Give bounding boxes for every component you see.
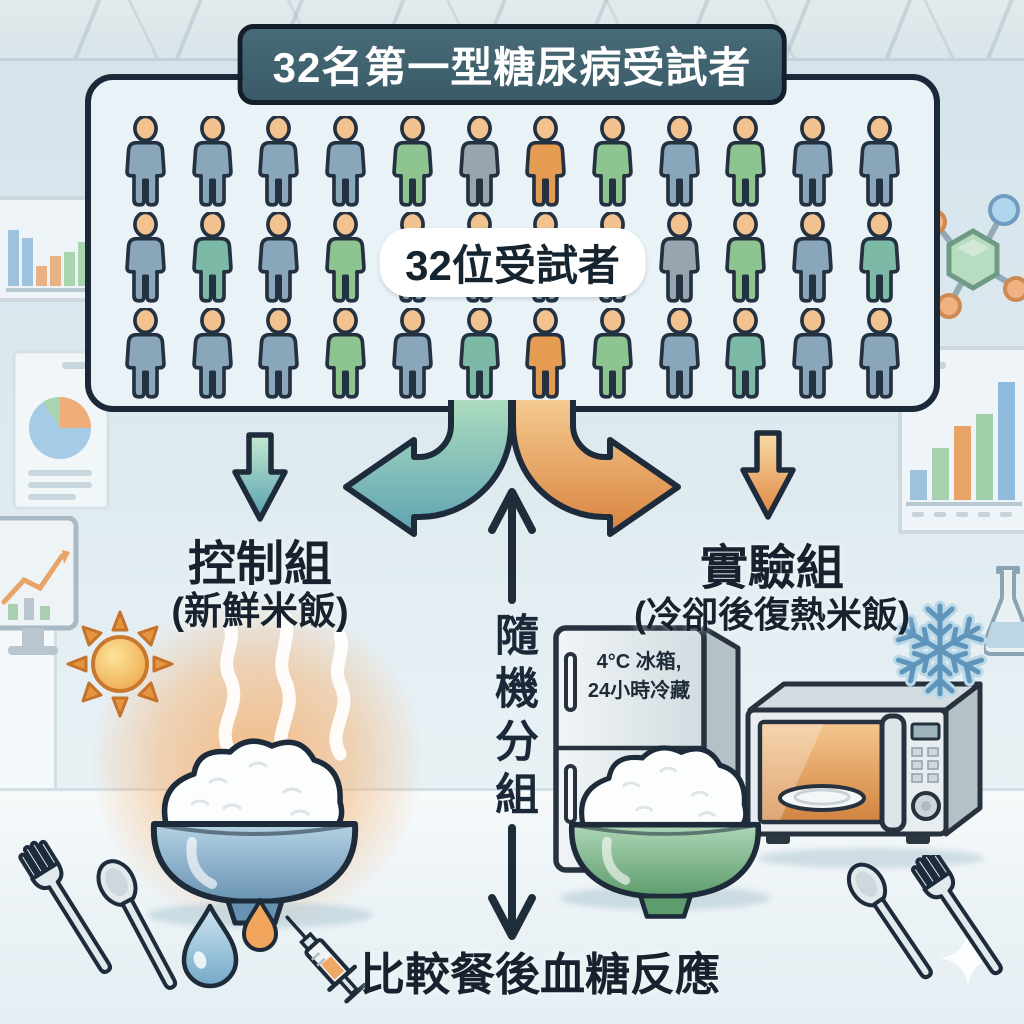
arrow-to-experimental bbox=[510, 400, 681, 537]
subjects-count-label: 32位受試者 bbox=[379, 228, 646, 297]
fork-icon bbox=[910, 855, 1003, 976]
title-banner: 32名第一型糖尿病受試者 bbox=[237, 24, 787, 105]
person-icon bbox=[191, 212, 233, 303]
sun-icon bbox=[66, 610, 174, 718]
person-icon bbox=[392, 308, 433, 399]
utensils-right bbox=[846, 855, 1003, 980]
person-icon bbox=[525, 116, 567, 207]
person-icon bbox=[725, 308, 767, 399]
microwave-icon bbox=[745, 681, 983, 844]
person-icon bbox=[592, 116, 633, 207]
person-icon bbox=[659, 116, 700, 207]
person-icon bbox=[325, 116, 366, 207]
person-icon bbox=[458, 308, 500, 399]
person-icon bbox=[125, 308, 166, 399]
fridge-label: 4°C 冰箱, 24小時冷藏 bbox=[566, 648, 712, 706]
person-icon bbox=[859, 116, 900, 207]
subjects-row bbox=[91, 116, 934, 208]
open-door bbox=[879, 713, 907, 833]
steam-icon bbox=[218, 612, 351, 762]
branch-arrows bbox=[343, 400, 681, 537]
experimental-group-title: 實驗組 bbox=[699, 542, 844, 595]
experimental-down-arrow bbox=[740, 430, 796, 520]
microwave-buttons bbox=[911, 747, 939, 783]
person-icon bbox=[191, 308, 233, 399]
flask-icon bbox=[984, 566, 1024, 656]
person-icon bbox=[125, 116, 166, 207]
syringe-icon bbox=[285, 915, 367, 1004]
person-icon bbox=[191, 116, 233, 207]
wall-pie-chart-doc bbox=[12, 350, 110, 510]
person-icon bbox=[125, 212, 166, 303]
orange-drop-icon bbox=[242, 898, 278, 952]
randomization-label: 隨機分組 bbox=[488, 612, 537, 824]
fridge-label-line2: 24小時冷藏 bbox=[587, 680, 691, 702]
molecule-icon bbox=[921, 194, 1024, 319]
person-icon bbox=[659, 308, 700, 399]
subjects-row bbox=[91, 308, 934, 400]
person-icon bbox=[725, 116, 767, 207]
person-icon bbox=[392, 116, 433, 207]
person-icon bbox=[458, 116, 500, 207]
rice-bowl-fresh bbox=[150, 738, 359, 926]
person-icon bbox=[525, 308, 567, 399]
rice-mound bbox=[161, 738, 345, 827]
spoon-icon bbox=[846, 862, 933, 980]
person-icon bbox=[325, 308, 366, 399]
person-icon bbox=[659, 212, 700, 303]
person-icon bbox=[792, 212, 833, 303]
person-icon bbox=[258, 116, 300, 207]
utensils-left bbox=[18, 839, 178, 990]
outcome-label: 比較餐後血糖反應 bbox=[359, 949, 720, 1000]
spoon-icon bbox=[96, 859, 178, 990]
control-group-subtitle: (新鮮米飯) bbox=[171, 591, 349, 633]
control-down-arrow bbox=[232, 432, 288, 522]
wall-monitor-line-chart bbox=[0, 516, 79, 655]
person-icon bbox=[792, 116, 833, 207]
control-group-title: 控制組 bbox=[187, 538, 332, 591]
wall-bar-chart-left bbox=[0, 196, 92, 302]
snowflake-icon bbox=[888, 600, 992, 702]
sparkle-icon bbox=[940, 930, 996, 986]
person-icon bbox=[258, 308, 300, 399]
arrow-to-control bbox=[343, 400, 514, 537]
person-icon bbox=[792, 308, 833, 399]
fridge-label-line1: 4°C 冰箱, bbox=[596, 651, 682, 673]
subjects-panel: 32位受試者 bbox=[85, 74, 940, 412]
person-icon bbox=[725, 212, 767, 303]
randomization-connector bbox=[488, 488, 536, 940]
water-drop-icon bbox=[181, 903, 239, 989]
person-icon bbox=[325, 212, 366, 303]
person-icon bbox=[592, 308, 633, 399]
person-icon bbox=[859, 212, 900, 303]
person-icon bbox=[859, 308, 900, 399]
experimental-group-subtitle: (冷卻後復熱米飯) bbox=[634, 594, 910, 635]
rice-bowl-reheated bbox=[568, 745, 762, 919]
drops-and-syringe bbox=[181, 898, 367, 1004]
person-icon bbox=[258, 212, 300, 303]
fork-icon bbox=[18, 839, 112, 974]
microwave-display bbox=[910, 722, 941, 741]
